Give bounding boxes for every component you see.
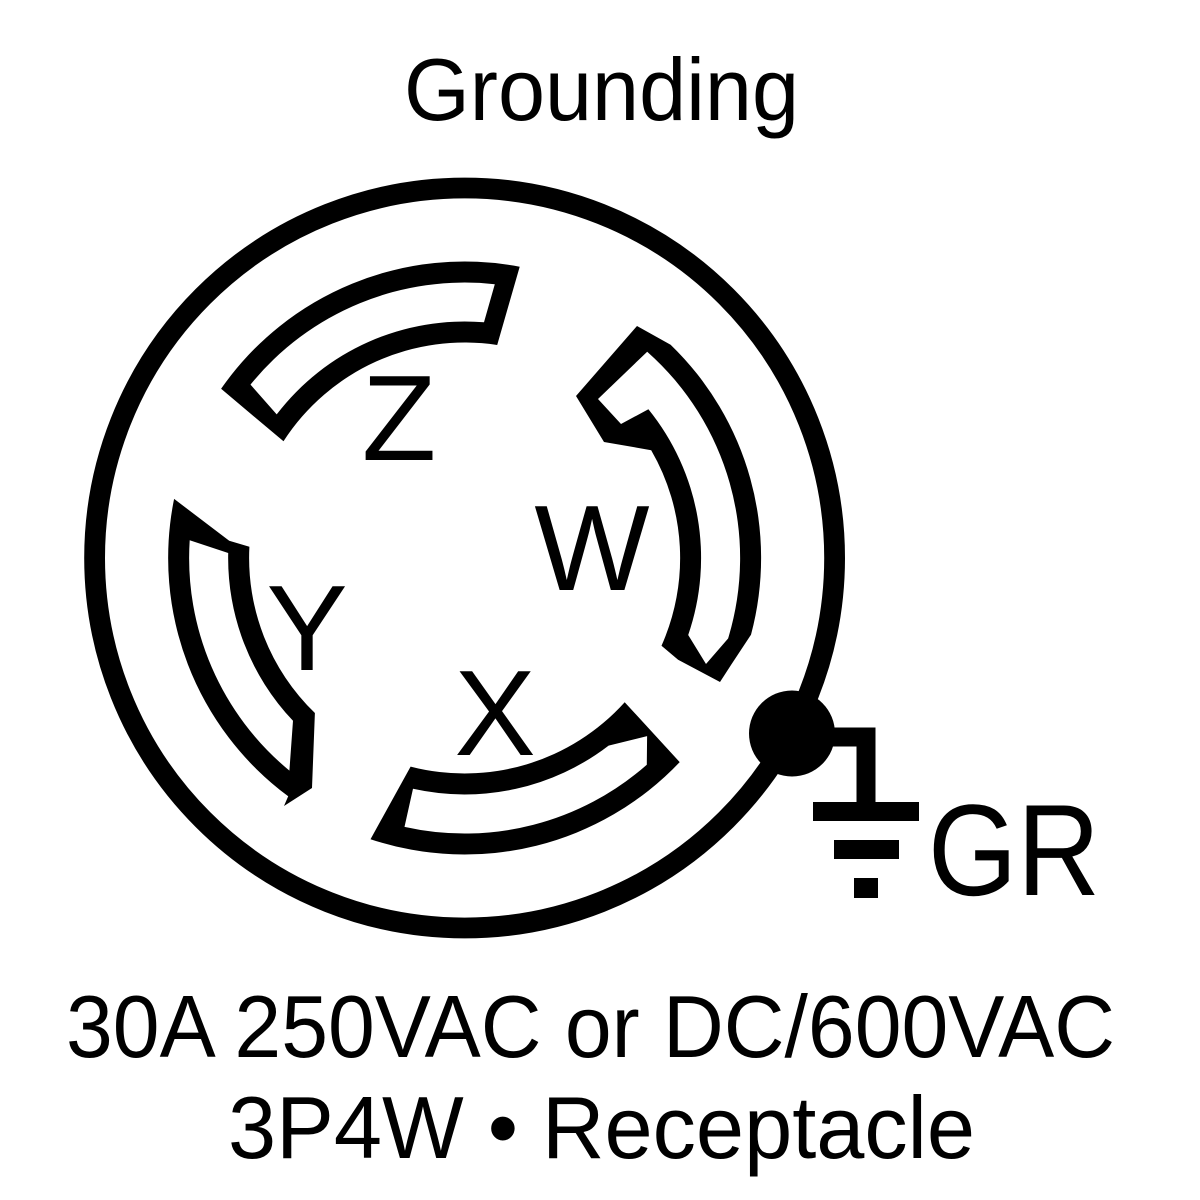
svg-text:GR: GR xyxy=(928,777,1100,923)
svg-text:Z: Z xyxy=(362,350,437,486)
svg-text:W: W xyxy=(534,480,649,616)
svg-text:30A 250VAC or DC/600VAC: 30A 250VAC or DC/600VAC xyxy=(66,977,1115,1076)
svg-text:X: X xyxy=(454,645,535,781)
svg-text:Grounding: Grounding xyxy=(404,40,799,139)
svg-text:3P4W • Receptacle: 3P4W • Receptacle xyxy=(228,1078,975,1177)
svg-text:Y: Y xyxy=(266,560,347,696)
